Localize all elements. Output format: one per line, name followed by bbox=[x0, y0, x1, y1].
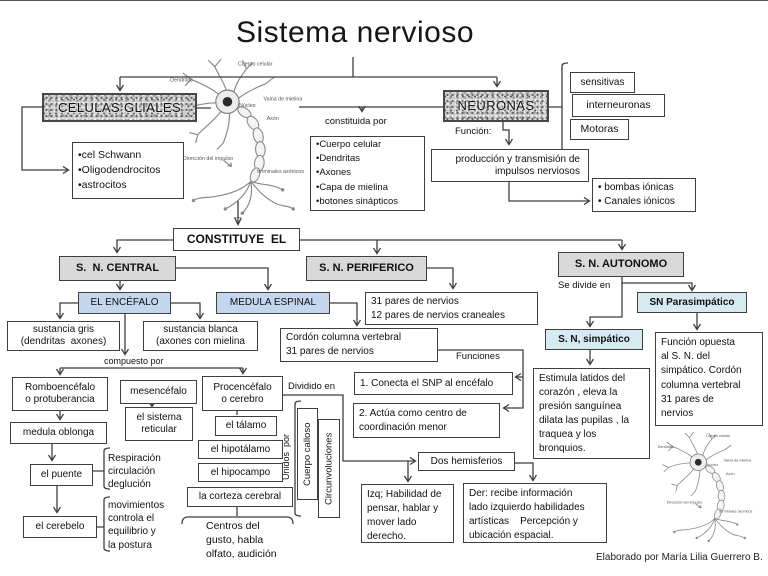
connector bbox=[515, 462, 533, 480]
label-centros-gusto: Centros del gusto, habla olfato, audició… bbox=[206, 520, 277, 560]
node-pares-nervios: 31 pares de nervios 12 pares de nervios … bbox=[365, 292, 538, 325]
connector bbox=[117, 239, 173, 252]
node-sn-periferico: S. N. PERIFERICO bbox=[306, 256, 427, 281]
node-sustancia-blanca: sustancia blanca (axones con mielina bbox=[143, 321, 258, 351]
neuron-illustration-top bbox=[168, 52, 306, 230]
label-compuesto-por: compuesto por bbox=[104, 356, 164, 366]
node-sn-parasimpatico: SN Parasimpático bbox=[637, 292, 747, 313]
label-se-divide-en: Se divide en bbox=[558, 280, 611, 291]
node-sistema-reticular: el sistema reticular bbox=[125, 407, 193, 441]
node-romboencefalo: Romboencéfalo o protuberancia bbox=[12, 377, 108, 411]
node-bombas-canales: • bombas iónicas • Canales iónicos bbox=[592, 178, 696, 212]
node-tipos-glia: •cel Schwann •Oligodendrocitos •astrocit… bbox=[72, 142, 184, 199]
node-corteza-cerebral: la corteza cerebral bbox=[187, 487, 293, 507]
connector bbox=[60, 302, 78, 318]
label-movimientos: movimientos controla el equilibrio y la … bbox=[108, 500, 165, 551]
label-constituida-por: constituida por bbox=[325, 116, 387, 127]
node-sustancia-gris: sustancia gris (dendritas axones) bbox=[7, 321, 120, 351]
node-interneuronas: interneuronas bbox=[572, 94, 665, 117]
neuron-illustration-bottom bbox=[648, 430, 762, 550]
node-motoras: Motoras bbox=[570, 119, 629, 140]
connector bbox=[330, 302, 357, 325]
node-sn-autonomo: S. N. AUTONOMO bbox=[558, 252, 684, 277]
node-dos-hemisferios: Dos hemisferios bbox=[418, 452, 515, 471]
node-el-cerebelo: el cerebelo bbox=[23, 516, 97, 538]
node-constituye-el: CONSTITUYE EL bbox=[173, 228, 300, 251]
connector bbox=[549, 62, 569, 153]
node-cordon-columna: Cordón columna vertebral 31 pares de ner… bbox=[280, 328, 438, 362]
node-partes-neurona: •Cuerpo celular •Dendritas •Axones •Capa… bbox=[310, 136, 425, 211]
node-circunvoluciones: Circunvoluciones bbox=[318, 419, 340, 518]
node-medula-espinal: MEDULA ESPINAL bbox=[216, 292, 330, 314]
label-funcion: Función: bbox=[455, 126, 492, 137]
node-sn-central: S. N. CENTRAL bbox=[59, 256, 176, 281]
node-sensitivas: sensitivas bbox=[570, 72, 635, 93]
connector bbox=[427, 267, 453, 288]
node-estimula: Estimula latidos del corazón , eleva la … bbox=[533, 368, 650, 459]
connector bbox=[508, 182, 589, 201]
node-hemisferio-derecho: Der: recibe información lado izquierdo h… bbox=[463, 483, 607, 543]
node-funcion-actua: 2. Actúa como centro de coordinación men… bbox=[353, 403, 500, 438]
node-celulas-gliales: CELULAS GLIALES bbox=[42, 93, 197, 122]
node-el-hipotalamo: el hipotálamo bbox=[198, 440, 283, 459]
connector bbox=[176, 267, 268, 289]
node-funcion-opuesta: Función opuesta al S. N. del simpático. … bbox=[655, 332, 763, 426]
connector bbox=[502, 122, 509, 144]
node-el-hipocampo: el hipocampo bbox=[198, 463, 283, 482]
slide-edge-line bbox=[0, 0, 768, 1]
label-respiracion: Respiración circulación deglución bbox=[108, 453, 161, 491]
node-neuronas: NEURONAS bbox=[443, 90, 549, 122]
node-cuerpo-calloso: Cuerpo calloso bbox=[297, 408, 318, 500]
node-procencefalo: Procencéfalo o cerebro bbox=[202, 376, 283, 411]
node-mesencefalo: mesencéfalo bbox=[120, 380, 197, 404]
node-hemisferio-izquierdo: Izq; Habilidad de pensar, hablar y mover… bbox=[361, 484, 454, 543]
node-el-puente: el puente bbox=[30, 464, 93, 486]
connector bbox=[621, 277, 692, 290]
node-medula-oblonga: medula oblonga bbox=[10, 422, 107, 444]
node-sn-simpatico: S. N, simpático bbox=[545, 329, 643, 350]
connector bbox=[171, 302, 200, 318]
node-funcion-conecta: 1. Conecta el SNP al encéfalo bbox=[354, 372, 513, 395]
credit-line: Elaborado por María Lilia Guerrero B. bbox=[596, 552, 763, 563]
node-produccion-impulsos: producción y transmisión de impulsos ner… bbox=[431, 149, 589, 182]
node-el-talamo: el tálamo bbox=[215, 416, 277, 436]
page-title: Sistema nervioso bbox=[235, 16, 475, 49]
label-dividido-en: Dividido en bbox=[288, 381, 335, 392]
label-funciones: Funciones bbox=[456, 351, 500, 362]
node-el-encefalo: EL ENCÉFALO bbox=[78, 292, 171, 314]
